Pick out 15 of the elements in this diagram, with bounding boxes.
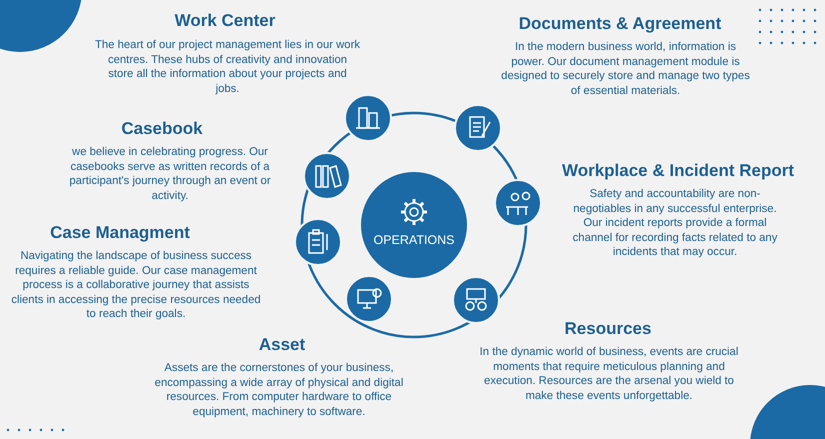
description-text: The heart of our project management lies in our work centres. These hubs of creativity and innovation store all the information about your projects and jobs.: [95, 38, 360, 96]
section-heading: Case Managment: [50, 223, 190, 243]
section-heading: Resources: [564, 319, 652, 339]
section-heading: Workplace & Incident Report: [562, 161, 794, 181]
description-text: Assets are the cornerstones of your business, encompassing a wide array of physical and digital resources. From computer hardware to office equipment, machinery to software.: [154, 361, 404, 419]
node-title: OPERATIONS: [373, 233, 455, 247]
description-text: we believe in celebrating progress. Our casebooks serve as written records of a participant's journey through an event or activity.: [68, 145, 272, 203]
description-text: In the modern business world, information is power. Our document management module is designed to securely store and manage two types of essential materials.: [500, 40, 751, 98]
description-text: Safety and accountability are non-negotiables in any successful enterprise. Our incident reports provide a formal channel for recording facts related to any incidents that may occur.: [572, 187, 778, 260]
section-heading: Casebook: [121, 119, 203, 139]
description-text: In the dynamic world of business, events are crucial moments that require meticulous planning and execution. Resources are the arsenal you wield to make these events unforgettable.: [478, 345, 740, 403]
section-heading: Work Center: [174, 11, 276, 31]
section-heading: Documents & Agreement: [518, 14, 722, 34]
description-text: Navigating the landscape of business success requires a reliable guide. Our case management process is a collaborative journey that assists clients in accessing the precise resources needed to reach their goals.: [10, 249, 262, 322]
section-heading: Asset: [258, 335, 306, 355]
